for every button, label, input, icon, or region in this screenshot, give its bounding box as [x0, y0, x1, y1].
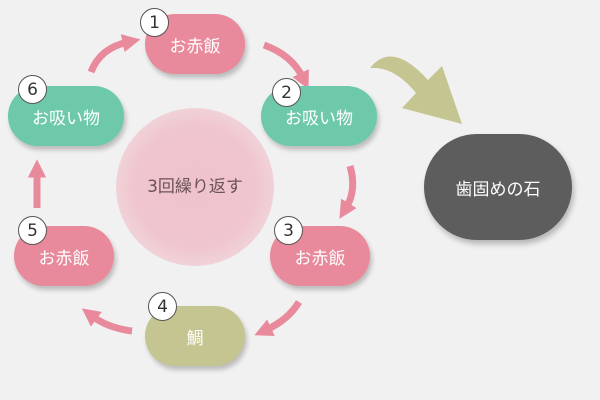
- arrow-2-to-3: [339, 165, 357, 219]
- step-4-label: 鯛: [186, 328, 204, 349]
- step-5-label: お赤飯: [38, 248, 90, 269]
- step-3-number-badge: 3: [274, 216, 303, 245]
- result-pill: 歯固めの石: [424, 134, 572, 240]
- step-6-number-badge: 6: [18, 75, 47, 104]
- result-label: 歯固めの石: [455, 179, 541, 200]
- step-5-number-badge: 5: [18, 216, 47, 245]
- step-3-label: お赤飯: [294, 248, 346, 269]
- arrow-1-to-2: [262, 41, 309, 90]
- step-2-label: お吸い物: [285, 108, 353, 129]
- step-6-pill: お吸い物: [8, 86, 124, 146]
- repeat-label: 3回繰り返す: [147, 177, 243, 197]
- step-6-label: お吸い物: [32, 108, 100, 129]
- step-1-number-badge: 1: [140, 8, 169, 37]
- center-circle: [116, 108, 274, 266]
- arrow-3-to-4: [254, 300, 302, 337]
- step-4-number-badge: 4: [148, 292, 177, 321]
- arrow-6-to-1: [87, 34, 141, 74]
- arrow-4-to-5: [81, 308, 133, 335]
- arrow-to-result: [370, 56, 462, 124]
- step-1-label: お赤飯: [169, 36, 221, 57]
- step-4-pill: 鯛: [145, 306, 245, 366]
- step-2-number-badge: 2: [272, 78, 301, 107]
